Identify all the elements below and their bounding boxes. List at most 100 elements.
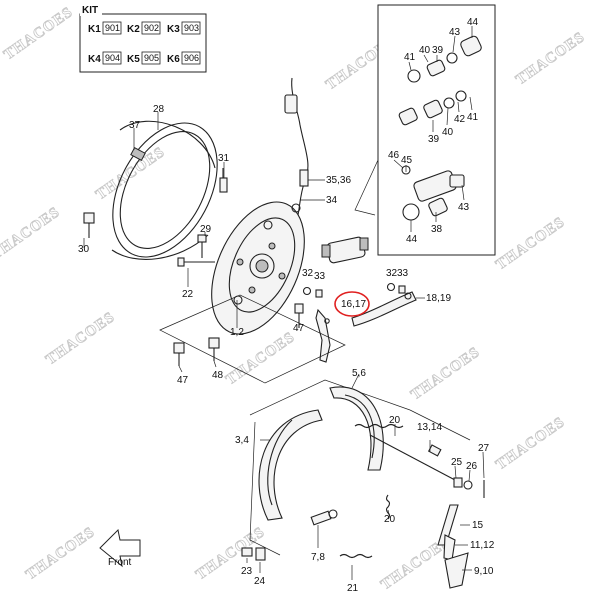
kit-code-box[interactable]: [181, 51, 201, 65]
washer-26[interactable]: [463, 480, 473, 490]
pin-7-8[interactable]: [310, 509, 338, 526]
callout-44: 44: [406, 234, 418, 245]
spring-24[interactable]: [255, 547, 266, 561]
callout-11-12: 11,12: [470, 540, 495, 551]
kit-key: K2: [127, 24, 140, 35]
lever-9-10[interactable]: [444, 552, 469, 589]
callout-20: 20: [384, 514, 396, 525]
brake-shoe-3-4[interactable]: [258, 409, 323, 521]
bolt-31[interactable]: [219, 168, 228, 193]
watermark-text: THACOES: [0, 204, 63, 263]
inset-panel: [354, 4, 496, 256]
callout-20: 20: [389, 415, 401, 426]
kit-code-box[interactable]: [102, 21, 122, 35]
callout-23: 23: [241, 566, 253, 577]
backing-plate[interactable]: [193, 188, 323, 348]
watermark-text: THACOES: [23, 524, 98, 583]
bolt-22[interactable]: [177, 257, 215, 267]
callout-41: 41: [404, 52, 416, 63]
callout-7-8: 7,8: [311, 552, 325, 563]
watermarks: THACOES THACOES THACOES THACOES THACOES …: [0, 4, 589, 594]
callout-27: 27: [478, 443, 490, 454]
callout-16-17: 16,17: [341, 299, 366, 310]
kit-code: 903: [184, 23, 199, 33]
kit-key: K5: [127, 54, 140, 65]
adjuster-13-14[interactable]: [369, 434, 456, 481]
brake-drum[interactable]: [91, 105, 238, 274]
callout-40: 40: [419, 45, 431, 56]
washer-23[interactable]: [241, 547, 253, 557]
kit-code: 901: [105, 23, 120, 33]
highlight-circle: [334, 291, 370, 317]
kit-key: K3: [167, 24, 180, 35]
kit-key: K4: [88, 54, 101, 65]
callout-35-36: 35,36: [326, 175, 351, 186]
callout-31: 31: [218, 153, 230, 164]
kit-code: 902: [144, 23, 159, 33]
parking-lever-16-17[interactable]: [315, 308, 331, 363]
assembly-outline: [159, 294, 346, 384]
callout-32: 32: [386, 268, 398, 279]
callout-5-6: 5,6: [352, 368, 366, 379]
callout-47: 47: [293, 323, 305, 334]
screw-30[interactable]: [83, 212, 95, 238]
callout-41: 41: [467, 112, 479, 123]
callout-29: 29: [200, 224, 212, 235]
callout-28: 28: [153, 104, 165, 115]
assembly-outline: [249, 379, 411, 416]
callout-1-2: 1,2: [230, 327, 244, 338]
callout-48: 48: [212, 370, 224, 381]
watermark-text: THACOES: [1, 4, 76, 63]
callout-13-14: 13,14: [417, 422, 442, 433]
callout-33: 33: [397, 268, 409, 279]
callout-26: 26: [466, 461, 478, 472]
kit-title: KIT: [82, 5, 98, 16]
bolt-47b[interactable]: [173, 342, 185, 366]
kit-code-box[interactable]: [102, 51, 122, 65]
callout-46: 46: [388, 150, 400, 161]
wheel-cylinder[interactable]: [321, 236, 369, 264]
watermark-text: THACOES: [513, 29, 588, 88]
callout-45: 45: [401, 155, 413, 166]
kit-code-box[interactable]: [141, 21, 161, 35]
callout-39: 39: [432, 45, 444, 56]
watermark-text: THACOES: [493, 214, 568, 273]
callout-38: 38: [431, 224, 443, 235]
front-arrow: Front: [99, 528, 141, 568]
washer-32b[interactable]: [386, 282, 396, 292]
callout-34: 34: [326, 195, 338, 206]
callout-37: 37: [129, 120, 141, 131]
callout-30: 30: [78, 244, 90, 255]
assembly-outline: [409, 409, 471, 441]
kit-code-box[interactable]: [141, 51, 161, 65]
watermark-text: THACOES: [408, 344, 483, 403]
callout-24: 24: [254, 576, 266, 587]
nut-25[interactable]: [453, 477, 463, 488]
callout-42: 42: [454, 114, 466, 125]
spring-21[interactable]: [339, 553, 373, 559]
callout-3-4: 3,4: [235, 435, 249, 446]
callout-32: 32: [302, 268, 314, 279]
callout-18-19: 18,19: [426, 293, 451, 304]
clip-33a[interactable]: [315, 289, 323, 298]
bolt-29[interactable]: [197, 234, 207, 258]
callout-21: 21: [347, 583, 359, 594]
leader-lines: [83, 26, 485, 580]
brake-shoe-5-6[interactable]: [329, 386, 384, 471]
brake-cable[interactable]: [284, 77, 309, 216]
kit-code: 904: [105, 53, 120, 63]
callout-25: 25: [451, 457, 463, 468]
lever-11-12[interactable]: [443, 534, 456, 561]
front-label: Front: [108, 557, 132, 568]
callout-33: 33: [314, 271, 326, 282]
bolt-48[interactable]: [208, 337, 220, 361]
kit-table: KIT K1 901 K2 902 K3 903 K4 904 K5 905 K…: [79, 5, 207, 73]
clip-33b[interactable]: [398, 285, 406, 294]
strut-18-19[interactable]: [351, 291, 417, 327]
watermark-text: THACOES: [493, 414, 568, 473]
kit-code-box[interactable]: [181, 21, 201, 35]
callout-39: 39: [428, 134, 440, 145]
callout-9-10: 9,10: [474, 566, 494, 577]
washer-32a[interactable]: [302, 286, 312, 296]
